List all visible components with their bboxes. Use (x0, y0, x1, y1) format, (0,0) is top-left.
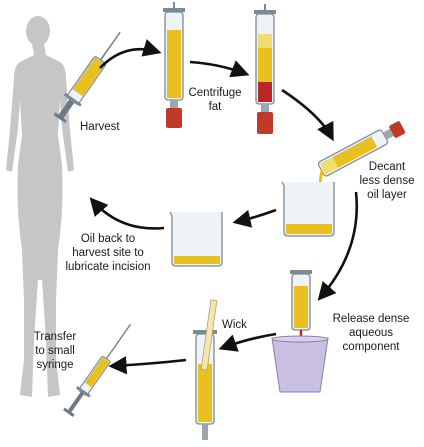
decant-syringe-icon (317, 121, 406, 177)
oil-back-label: Oil back to harvest site to lubricate in… (65, 233, 151, 273)
wick-syringe-tube-icon (193, 299, 218, 440)
oil-back-beaker-icon (169, 211, 223, 267)
release-aqueous-syringe-icon (290, 270, 312, 350)
release-label: Release dense aqueous component (332, 313, 410, 353)
human-body-silhouette-icon (6, 16, 74, 397)
harvest-syringe-icon (53, 31, 121, 123)
wick-label: Wick (222, 319, 247, 331)
process-arrows (89, 39, 358, 375)
decant-label: Decant less dense oil layer (359, 161, 415, 201)
harvest-label: Harvest (80, 121, 120, 133)
waste-cup-icon (271, 335, 329, 393)
arrow-oilback-to-harvest (89, 197, 165, 230)
oil-beaker-icon (281, 181, 335, 237)
centrifuge-label: Centrifuge fat (188, 87, 242, 113)
arrow-wick-to-transfer (108, 356, 187, 375)
transfer-label: Transfer to small syringe (33, 331, 77, 371)
arrow-beaker-to-oilback (232, 208, 277, 228)
small-syringe-icon (63, 323, 132, 417)
arrow-harvest-to-tube (99, 39, 162, 69)
wick-strip (200, 299, 218, 371)
arrow-tube-to-centrifuged (189, 60, 250, 78)
arrow-release-to-wick (218, 332, 277, 352)
arrow-decant-to-release (317, 191, 358, 301)
arrow-centrifuged-to-decant (281, 88, 334, 142)
centrifuged-syringe-tube-icon (254, 4, 276, 134)
fat-filled-syringe-tube-icon (163, 2, 185, 128)
